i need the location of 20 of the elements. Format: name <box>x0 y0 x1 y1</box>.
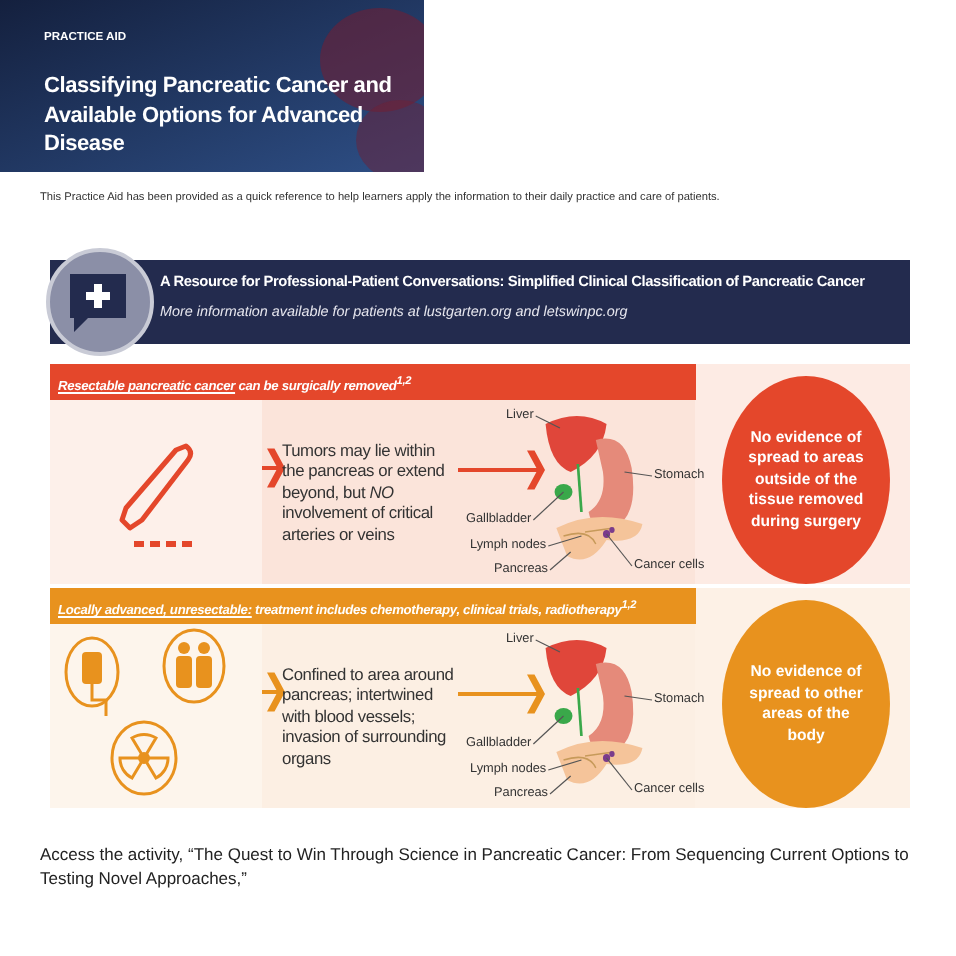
leader-line <box>532 715 565 745</box>
icon-panel <box>50 400 262 584</box>
leader-line <box>605 757 633 791</box>
icon-panel <box>50 624 262 808</box>
leader-line <box>549 775 572 795</box>
leader-line <box>547 759 583 771</box>
leader-line <box>605 533 633 567</box>
leader-line <box>623 695 653 701</box>
leader-line <box>547 535 583 547</box>
description-text: Tumors may lie within the pancreas or extend beyond, but NO involvement of critical arteries or veins <box>282 408 458 576</box>
leader-line <box>532 491 565 521</box>
leader-line <box>549 551 572 571</box>
leader-line <box>535 639 561 653</box>
leader-line <box>623 471 653 477</box>
category-row <box>50 364 910 584</box>
title: Classifying Pancreatic Cancer and Available Options for Advanced Disease <box>44 72 394 159</box>
leader-line <box>535 415 561 429</box>
description-text: Confined to area around pancreas; intertwined with blood vessels; invasion of surrounding organs <box>282 632 458 800</box>
footer-text: Access the activity, “The Quest to Win Through Science in Pancreatic Cancer: From Sequencing Current Options to Testing Novel Approaches,” <box>40 842 911 890</box>
category-row <box>50 588 910 808</box>
